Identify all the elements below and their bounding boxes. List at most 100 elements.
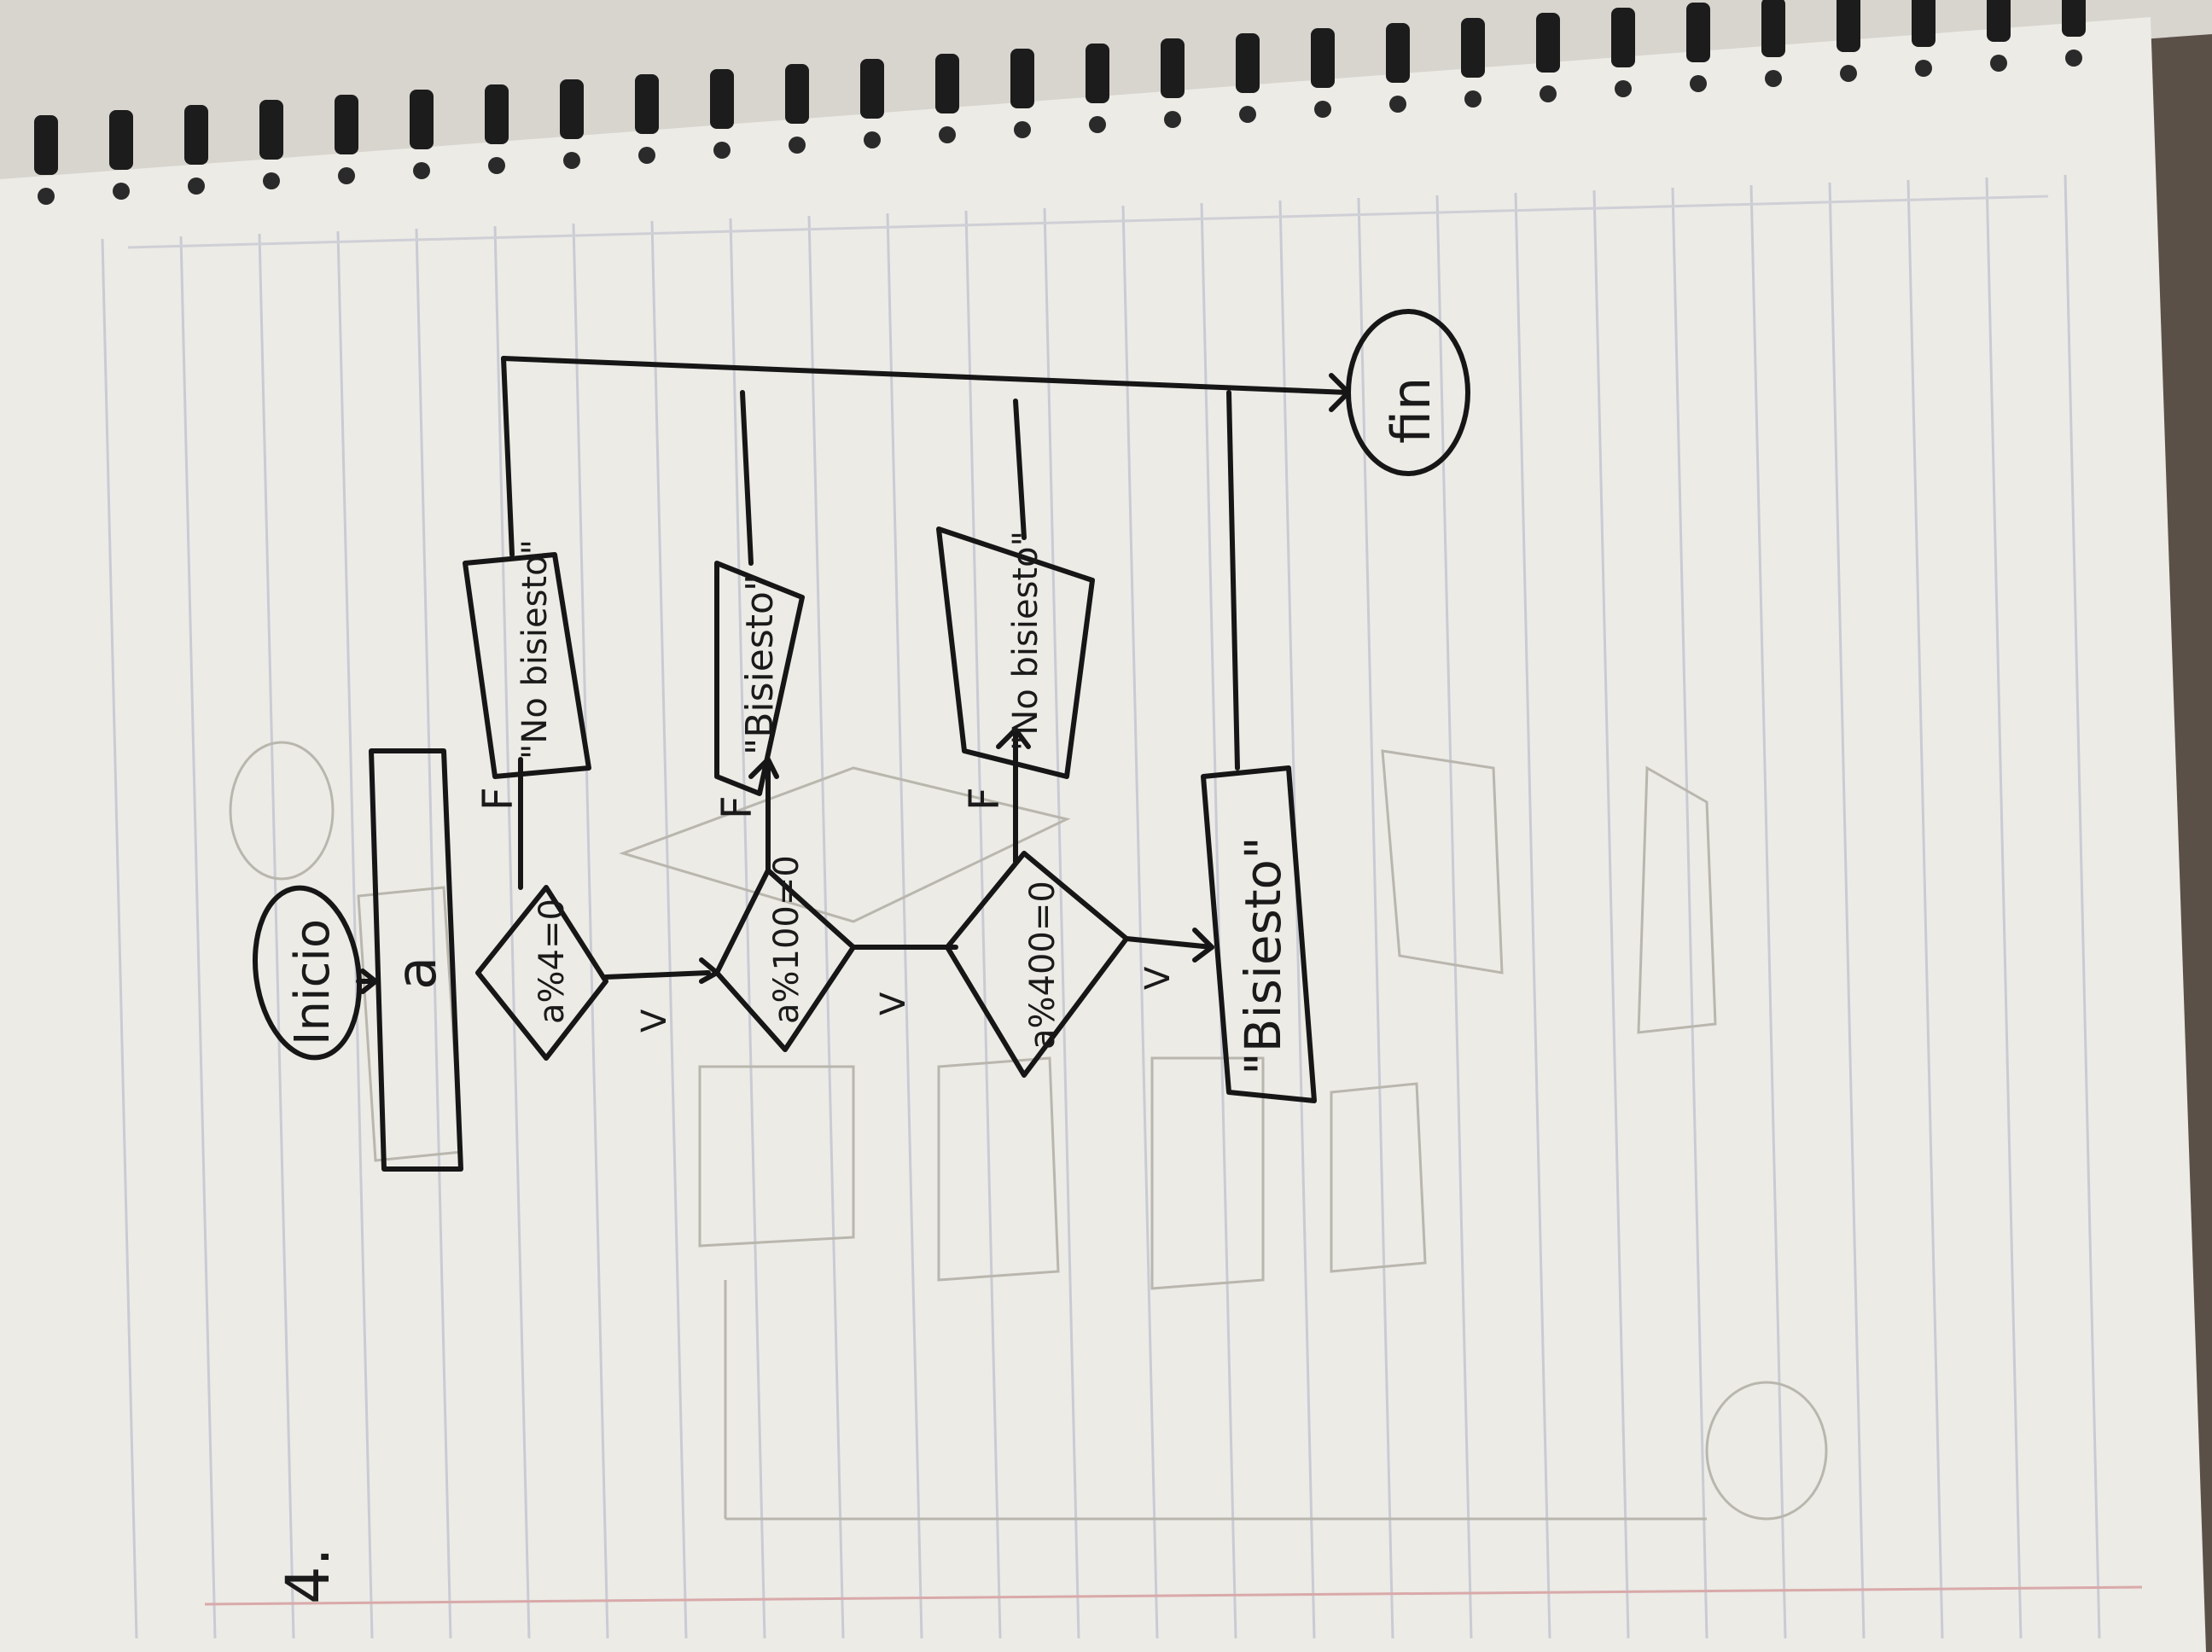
spiral-hole bbox=[1690, 75, 1707, 92]
rule-line bbox=[1514, 192, 1551, 1639]
rule-line bbox=[1828, 182, 1866, 1639]
input-label: a bbox=[386, 957, 449, 990]
rule-line bbox=[1749, 184, 1787, 1639]
output-no-2-label: "No bisiesto" bbox=[1006, 531, 1045, 751]
spiral-hole bbox=[1464, 90, 1481, 108]
arrowhead-start bbox=[360, 969, 378, 994]
arrowhead-v3 bbox=[1192, 928, 1214, 963]
connector-3 bbox=[1013, 398, 1027, 540]
end-terminal bbox=[1346, 309, 1470, 476]
spiral-hole bbox=[1389, 96, 1406, 113]
spiral-ring bbox=[184, 105, 208, 165]
rule-line bbox=[886, 212, 923, 1639]
spiral-ring bbox=[1086, 44, 1109, 103]
spiral-ring bbox=[1161, 38, 1185, 98]
output-yes-1-label: "Bisiesto" bbox=[738, 574, 782, 755]
rule-line bbox=[101, 238, 138, 1639]
spiral-ring bbox=[710, 69, 734, 129]
spiral-ring bbox=[935, 54, 959, 113]
spiral-hole bbox=[1915, 60, 1932, 77]
page-number: 4. bbox=[273, 1547, 343, 1604]
spiral-ring bbox=[1386, 23, 1410, 83]
rule-line bbox=[964, 210, 1002, 1639]
rule-line bbox=[807, 215, 845, 1639]
decision-mod100-label: a%100=0 bbox=[767, 855, 806, 1024]
spiral-hole bbox=[1765, 70, 1782, 87]
spiral-hole bbox=[488, 157, 505, 174]
spiral-hole bbox=[413, 162, 430, 179]
spiral-hole bbox=[1540, 85, 1557, 102]
spiral-hole bbox=[113, 183, 130, 200]
decision-mod400-label: a%400=0 bbox=[1023, 881, 1062, 1050]
end-label: fin bbox=[1380, 377, 1442, 444]
false-label-3: F bbox=[961, 787, 1009, 811]
spiral-hole bbox=[338, 167, 355, 184]
spiral-ring bbox=[1236, 33, 1260, 93]
spiral-ring bbox=[1686, 3, 1710, 62]
spiral-ring bbox=[485, 84, 509, 144]
merge-line bbox=[501, 356, 1351, 395]
spiral-ring bbox=[335, 95, 358, 154]
margin-line bbox=[204, 1585, 2143, 1606]
false-label-2: F bbox=[713, 795, 761, 819]
output-no-2 bbox=[936, 526, 1095, 779]
rule-line bbox=[1985, 177, 2023, 1639]
spiral-ring bbox=[259, 100, 283, 160]
spiral-hole bbox=[263, 172, 280, 189]
spiral-ring bbox=[1311, 28, 1335, 88]
rule-line bbox=[1671, 187, 1708, 1639]
spiral-ring bbox=[1611, 8, 1635, 67]
top-margin-line bbox=[127, 195, 2049, 249]
spiral-hole bbox=[1840, 65, 1857, 82]
spiral-ring bbox=[109, 110, 133, 170]
spiral-ring bbox=[1461, 18, 1485, 78]
notebook-page bbox=[0, 17, 2206, 1652]
spiral-hole bbox=[939, 126, 956, 143]
spiral-ring bbox=[785, 64, 809, 124]
spiral-ring bbox=[1912, 0, 1936, 47]
spiral-ring bbox=[1010, 49, 1034, 108]
rule-line bbox=[336, 230, 374, 1639]
start-terminal bbox=[252, 885, 363, 1061]
rule-line bbox=[572, 223, 609, 1639]
spiral-ring bbox=[635, 74, 659, 134]
rule-line bbox=[1906, 179, 1944, 1639]
output-no-1-label: "No bisiesto" bbox=[515, 539, 555, 759]
output-yes-2 bbox=[1201, 765, 1317, 1103]
rule-line bbox=[1592, 189, 1630, 1639]
spiral-hole bbox=[1014, 121, 1031, 138]
rule-line bbox=[729, 218, 766, 1639]
spiral-binding bbox=[34, 0, 2086, 205]
spiral-ring bbox=[560, 79, 584, 139]
connector-2 bbox=[740, 390, 754, 566]
connector-1 bbox=[501, 356, 515, 557]
true-label-3: V bbox=[1138, 966, 1178, 990]
spiral-hole bbox=[1990, 55, 2007, 72]
spiral-hole bbox=[1089, 116, 1106, 133]
connector-4 bbox=[1226, 390, 1240, 771]
ruled-lines bbox=[101, 174, 2101, 1639]
spiral-hole bbox=[1164, 111, 1181, 128]
spiral-ring bbox=[1761, 0, 1785, 57]
spiral-hole bbox=[1314, 101, 1331, 118]
spiral-hole bbox=[38, 188, 55, 205]
spiral-ring bbox=[2062, 0, 2086, 37]
rule-line bbox=[1278, 200, 1316, 1639]
spiral-hole bbox=[2065, 49, 2082, 67]
output-yes-2-label: "Bisiesto" bbox=[1234, 836, 1292, 1075]
spiral-ring bbox=[410, 90, 434, 149]
input-shape bbox=[369, 748, 463, 1172]
false-label-1: F bbox=[474, 787, 522, 811]
arrowhead-f3 bbox=[996, 727, 1031, 749]
branch-true-3 bbox=[1124, 936, 1214, 950]
rule-line bbox=[1200, 202, 1237, 1639]
rule-line bbox=[650, 220, 688, 1639]
spiral-ring bbox=[860, 59, 884, 119]
rule-line bbox=[415, 228, 452, 1639]
spiral-hole bbox=[864, 131, 881, 148]
decision-mod4-label: a%4=0 bbox=[533, 899, 572, 1024]
rule-line bbox=[1435, 195, 1473, 1639]
spiral-hole bbox=[563, 152, 580, 169]
spiral-hole bbox=[188, 177, 205, 195]
